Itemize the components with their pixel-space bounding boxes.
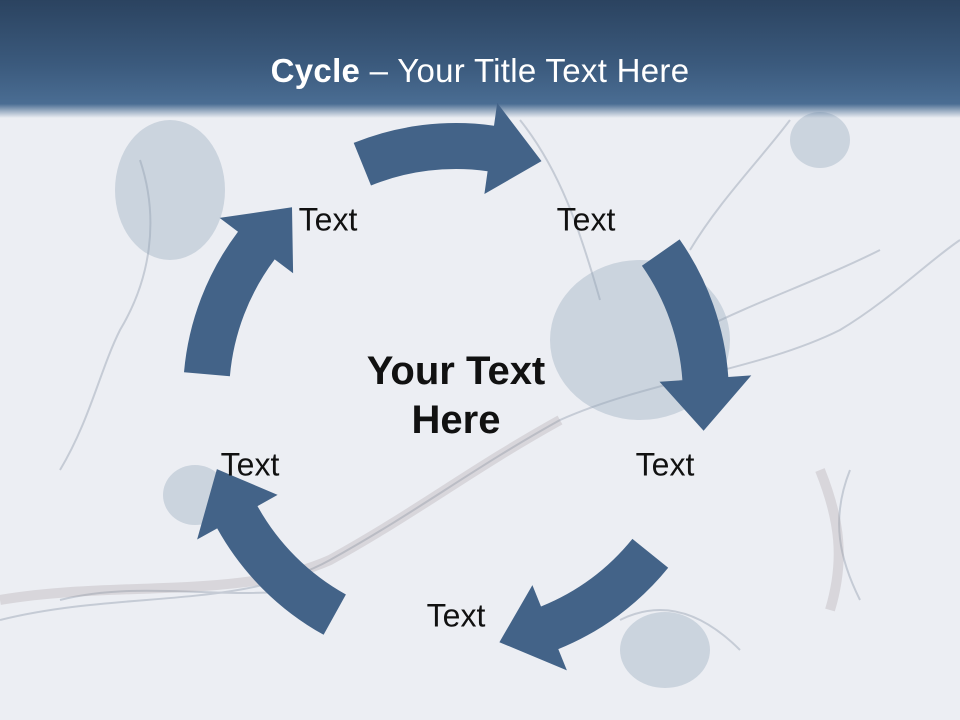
title-rest-part: – Your Title Text Here [360, 52, 690, 89]
cycle-arrow-4 [197, 469, 346, 635]
cycle-label-1: Text [298, 201, 358, 238]
cycle-label-3: Text [635, 446, 695, 483]
cycle-label-2: Text [556, 201, 616, 238]
center-text: Your Text Here [326, 347, 586, 445]
center-text-line-2: Here [411, 398, 501, 442]
cycle-arrow-1 [353, 102, 542, 194]
cycle-label-5: Text [220, 446, 280, 483]
cycle-arrow-2 [641, 239, 752, 431]
cycle-label-4: Text [426, 597, 486, 634]
slide-title: Cycle – Your Title Text Here [0, 52, 960, 90]
cycle-arrow-5 [184, 207, 294, 377]
center-text-line-1: Your Text [366, 349, 546, 394]
title-bold-part: Cycle [270, 52, 361, 89]
title-bar [0, 0, 960, 118]
cycle-arrow-3 [499, 538, 669, 671]
